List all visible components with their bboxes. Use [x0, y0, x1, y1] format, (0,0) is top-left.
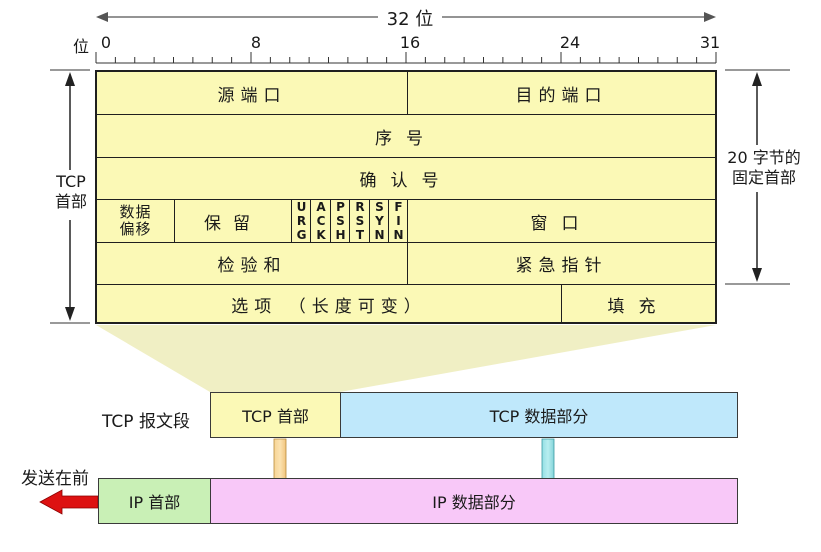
segment-tcp-data: TCP 数据部分: [340, 392, 738, 438]
tick-label-0: 0: [100, 33, 112, 52]
field-options: 选项 （长度可变）: [231, 297, 427, 317]
flag-syn-text: SYN: [372, 200, 387, 242]
flag-rst-text: RST: [353, 200, 367, 242]
bit-ruler: [95, 12, 717, 64]
flag-psh: PSH: [331, 200, 349, 242]
tcp-header-side-label: TCP 首部: [54, 172, 87, 211]
ip-data-box: IP 数据部分: [210, 478, 738, 524]
flag-psh-text: PSH: [333, 200, 348, 242]
flag-ack: ACK: [311, 200, 330, 242]
ip-header-box: IP 首部: [98, 478, 211, 524]
tick-label-24: 24: [559, 33, 581, 52]
flag-rst: RST: [350, 200, 369, 242]
flag-ack-text: ACK: [314, 200, 328, 242]
field-checksum: 检验和: [217, 256, 287, 276]
flag-syn: SYN: [370, 200, 388, 242]
tick-label-31: 31: [699, 33, 721, 52]
tcp-header-table: 源端口 目的端口 序号 确认号 数据 偏移 保留 URG ACK PSH RST…: [95, 70, 717, 324]
field-padding: 填充: [607, 297, 670, 317]
side-brackets: [50, 69, 790, 324]
field-data-offset: 数据 偏移: [119, 203, 152, 238]
ruler-unit-label: 位: [72, 37, 89, 56]
tick-label-8: 8: [250, 33, 262, 52]
segment-tcp-header: TCP 首部: [210, 392, 341, 438]
fixed-header-side-label: 20 字节的 固定首部: [727, 148, 801, 187]
flag-fin-text: FIN: [391, 200, 406, 242]
flag-urg-text: URG: [294, 200, 309, 242]
flag-urg: URG: [292, 200, 310, 242]
field-sequence-number: 序号: [375, 128, 437, 149]
field-dest-port: 目的端口: [515, 85, 608, 106]
field-reserved: 保留: [204, 213, 262, 234]
tcp-segment-label: TCP 报文段: [102, 412, 190, 432]
field-window: 窗口: [530, 213, 593, 234]
field-urgent-pointer: 紧急指针: [515, 256, 608, 276]
tick-label-16: 16: [399, 33, 421, 52]
field-source-port: 源端口: [217, 85, 287, 106]
send-first-arrow: [39, 489, 99, 515]
ruler-span-label: 32 位: [386, 9, 434, 30]
flag-fin: FIN: [389, 200, 407, 242]
field-ack-number: 确认号: [359, 171, 453, 191]
send-first-label: 发送在前: [21, 469, 89, 489]
